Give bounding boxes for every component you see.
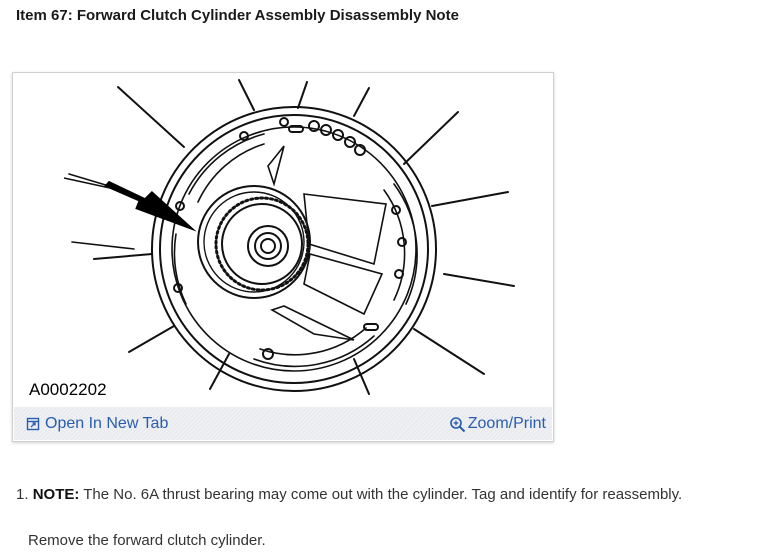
figure-footer: Open In New Tab Zoom/Print	[14, 407, 552, 440]
note-label: NOTE:	[32, 486, 80, 503]
magnifier-icon	[449, 416, 465, 432]
step-action-text: Remove the forward clutch cylinder.	[28, 532, 266, 549]
step-number: 1.	[16, 486, 29, 503]
figure-caption: A0002202	[29, 380, 107, 399]
open-in-new-tab-link[interactable]: Open In New Tab	[26, 415, 168, 433]
step-note: 1. NOTE: The No. 6A thrust bearing may c…	[16, 486, 682, 503]
page-title: Item 67: Forward Clutch Cylinder Assembl…	[16, 7, 459, 24]
zoom-print-link[interactable]: Zoom/Print	[449, 415, 546, 433]
zoom-print-label[interactable]: Zoom/Print	[467, 415, 546, 432]
note-text: The No. 6A thrust bearing may come out w…	[79, 486, 683, 503]
figure-card: A0002202 Open In New Tab Zoom/Print	[12, 72, 554, 442]
open-in-new-tab-icon	[26, 417, 40, 431]
open-in-new-tab-label[interactable]: Open In New Tab	[45, 415, 169, 432]
forward-clutch-cylinder-illustration[interactable]	[14, 74, 552, 406]
